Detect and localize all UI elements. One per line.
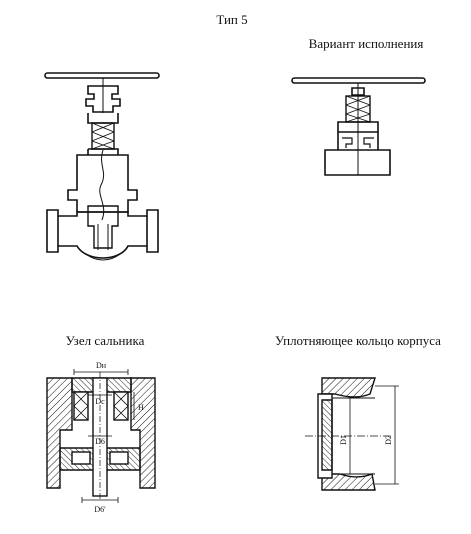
gland-assembly-drawing: [46, 369, 156, 503]
handwheel: [44, 72, 160, 79]
gate-valve-drawing: [44, 72, 160, 261]
dim-dc-label: Dс: [95, 397, 105, 406]
dim-h-label: H: [138, 403, 144, 412]
variant-handwheel: [291, 77, 426, 84]
seal-ring-drawing: [305, 377, 399, 491]
dim-d2-label: D2: [384, 435, 393, 445]
dim-dn-label: Dн: [96, 361, 107, 370]
variant-caption: Вариант исполнения: [309, 36, 424, 51]
type-title: Тип 5: [216, 12, 247, 27]
ring-caption: Уплотняющее кольцо корпуса: [275, 333, 441, 348]
dim-d1-label: D1: [339, 435, 348, 445]
dim-d6-label: D6: [95, 437, 105, 446]
gland-caption: Узел сальника: [66, 333, 145, 348]
dim-d6-prime-label: D6': [94, 505, 106, 514]
variant-drawing: [291, 77, 426, 176]
